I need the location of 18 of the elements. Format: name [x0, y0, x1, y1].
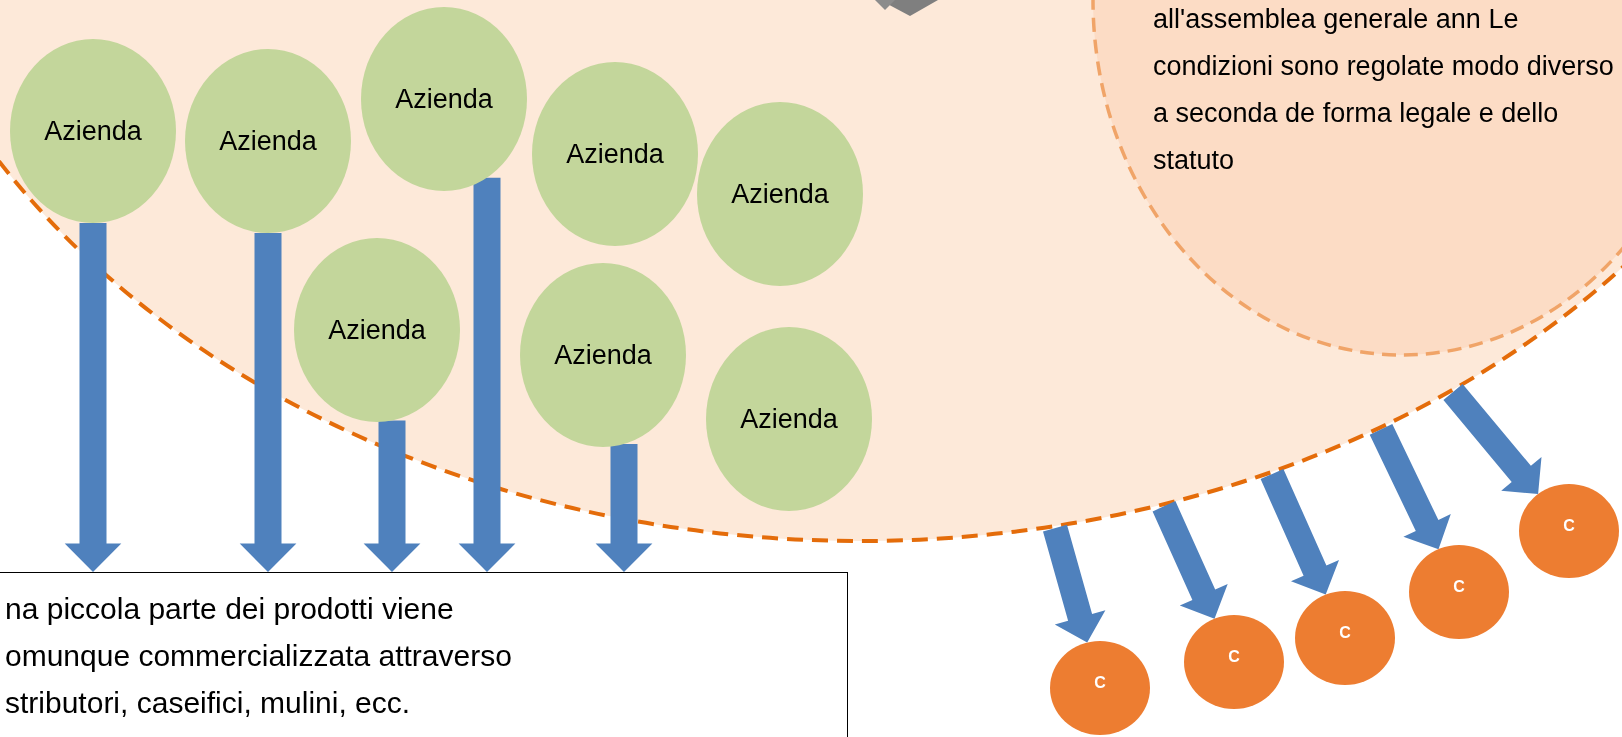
customer-circle: C: [1519, 484, 1619, 578]
arrow: [1152, 501, 1228, 619]
customer-circle: C: [1295, 591, 1395, 685]
arrow: [64, 223, 122, 572]
customer-circle: C: [1184, 615, 1284, 709]
note-text: na piccola parte dei prodotti viene omunque commercializzata attraverso stributori, caseifici, mulini, ecc.: [5, 591, 513, 721]
arrow: [363, 420, 421, 572]
arrow: [1443, 383, 1542, 494]
arrow: [1043, 524, 1106, 643]
customer-circle: C: [1409, 545, 1509, 639]
arrow: [1369, 423, 1451, 550]
arrow: [458, 177, 516, 572]
customer-circle: C: [1050, 641, 1150, 735]
arrow: [239, 233, 297, 572]
arrow: [595, 444, 653, 572]
arrow: [1260, 468, 1339, 595]
text-box: [0, 572, 848, 737]
info-text: all'assemblea generale ann Le condizioni sono regolate modo diverso a seconda de forma legale e dello statuto: [1153, 3, 1615, 177]
